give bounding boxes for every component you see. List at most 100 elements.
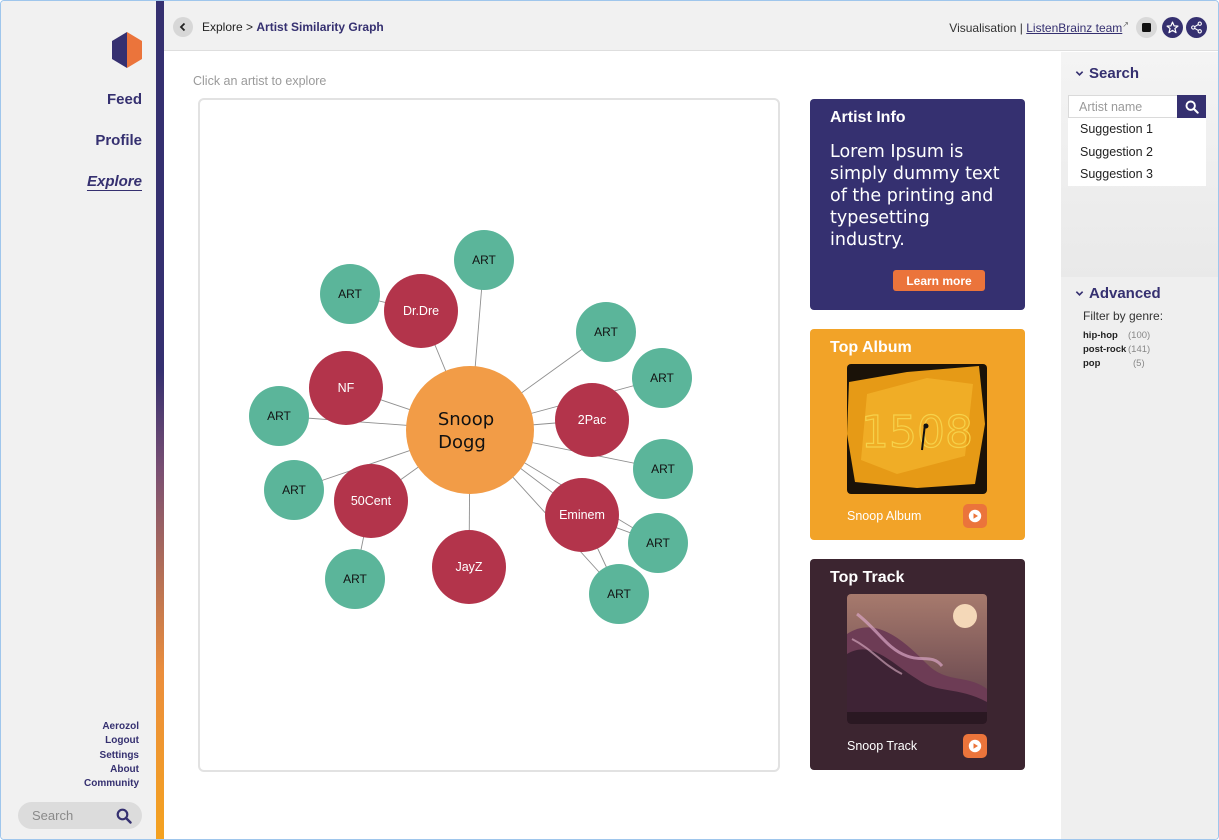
album-cover-art: 1508 (847, 364, 987, 494)
user-link[interactable]: Aerozol (102, 721, 139, 732)
sidebar-footer-links: Aerozol Logout Settings About Community (84, 720, 139, 791)
sidebar-accent-stripe (156, 1, 164, 839)
back-button[interactable] (173, 17, 193, 37)
center-artist-line-1: Snoop (438, 409, 494, 430)
graph-node-art[interactable]: ART (249, 386, 309, 446)
genre-filter-item[interactable]: hip-hop (100) (1083, 330, 1150, 341)
svg-text:2Pac: 2Pac (578, 413, 607, 427)
graph-node-2pac[interactable]: 2Pac (555, 383, 629, 457)
svg-text:50Cent: 50Cent (351, 494, 392, 508)
genre-name: hip-hop (1083, 330, 1118, 341)
sidebar-item-profile[interactable]: Profile (95, 132, 142, 149)
svg-text:ART: ART (472, 253, 496, 267)
svg-text:ART: ART (646, 536, 670, 550)
artist-graph: ART ART ART ART ART ART ART ART ART ART … (198, 98, 780, 772)
genre-count: (5) (1133, 358, 1145, 369)
community-link[interactable]: Community (84, 778, 139, 790)
genre-count: (141) (1128, 344, 1151, 355)
svg-text:ART: ART (594, 325, 618, 339)
sidebar-item-feed[interactable]: Feed (106, 91, 142, 108)
graph-node-nf[interactable]: NF (309, 351, 383, 425)
sidebar-search (18, 802, 142, 829)
svg-text:JayZ: JayZ (455, 560, 482, 574)
suggestion-item[interactable]: Suggestion 3 (1080, 167, 1153, 181)
graph-node-50cent[interactable]: 50Cent (334, 464, 408, 538)
artist-search-button[interactable] (1177, 95, 1206, 118)
chevron-down-icon (1075, 291, 1084, 296)
search-icon[interactable] (116, 808, 132, 824)
suggestion-item[interactable]: Suggestion 2 (1080, 144, 1153, 159)
graph-node-art[interactable]: ART (264, 460, 324, 520)
svg-text:ART: ART (650, 371, 674, 385)
search-section-title: Search (1089, 65, 1140, 82)
graph-node-art[interactable]: ART (589, 564, 649, 624)
breadcrumb-current: Artist Similarity Graph (256, 20, 384, 34)
track-play-button[interactable] (963, 734, 987, 758)
share-icon (1191, 21, 1202, 34)
sidebar-search-input[interactable] (32, 807, 112, 824)
suggestion-item[interactable]: Suggestion 1 (1080, 122, 1153, 136)
track-cover-art (847, 594, 987, 724)
advanced-section-toggle[interactable]: Advanced (1075, 285, 1161, 302)
top-track-name: Snoop Track (847, 739, 918, 753)
top-bar: Explore > Artist Similarity Graph Visual… (164, 1, 1218, 51)
chevron-down-icon (1075, 71, 1084, 76)
stop-button[interactable] (1136, 17, 1157, 38)
star-icon (1166, 21, 1179, 34)
team-link[interactable]: ListenBrainz team (1026, 21, 1123, 35)
favorite-button[interactable] (1162, 17, 1183, 38)
svg-text:ART: ART (607, 587, 631, 601)
breadcrumb-root[interactable]: Explore > (202, 20, 254, 34)
graph-node-art[interactable]: ART (454, 230, 514, 290)
stop-icon (1142, 23, 1151, 32)
learn-more-button[interactable]: Learn more (893, 270, 985, 291)
settings-link[interactable]: Settings (99, 749, 139, 761)
chevron-left-icon (179, 22, 186, 32)
graph-node-art[interactable]: ART (632, 348, 692, 408)
genre-filter-item[interactable]: post-rock (141) (1083, 344, 1150, 355)
logo[interactable] (110, 32, 144, 68)
album-cover[interactable]: 1508 (847, 364, 987, 494)
svg-text:NF: NF (338, 381, 355, 395)
about-link[interactable]: About (110, 763, 139, 775)
sidebar-item-explore[interactable]: Explore (86, 173, 142, 190)
svg-text:ART: ART (338, 287, 362, 301)
graph-node-dr-dre[interactable]: Dr.Dre (384, 274, 458, 348)
artist-search-input[interactable] (1079, 99, 1174, 115)
play-icon (968, 509, 982, 523)
graph-node-eminem[interactable]: Eminem (545, 478, 619, 552)
genre-name: pop (1083, 358, 1101, 369)
graph-canvas: ART ART ART ART ART ART ART ART ART ART … (249, 230, 693, 624)
graph-node-art[interactable]: ART (633, 439, 693, 499)
svg-text:Dr.Dre: Dr.Dre (403, 304, 439, 318)
graph-node-art[interactable]: ART (320, 264, 380, 324)
logout-link[interactable]: Logout (105, 735, 139, 747)
graph-node-art[interactable]: ART (628, 513, 688, 573)
artist-info-card: Artist Info Lorem Ipsum is simply dummy … (810, 99, 1025, 310)
artist-search (1068, 95, 1206, 118)
center-artist-line-2: Dogg (438, 432, 486, 453)
visualisation-label: Visualisation | (949, 21, 1023, 35)
share-button[interactable] (1186, 17, 1207, 38)
svg-text:ART: ART (343, 572, 367, 586)
genre-filter-item[interactable]: pop (5) (1083, 358, 1145, 369)
right-panel: Search Suggestion 1 Suggestion 2 Suggest… (1061, 52, 1218, 839)
album-play-button[interactable] (963, 504, 987, 528)
external-link-icon: ↗ (1122, 20, 1129, 29)
graph-node-art[interactable]: ART (576, 302, 636, 362)
graph-node-jayz[interactable]: JayZ (432, 530, 506, 604)
graph-node-center-artist[interactable]: Snoop Dogg (406, 366, 534, 494)
advanced-section-title: Advanced (1089, 285, 1161, 302)
search-icon (1185, 100, 1199, 114)
svg-text:ART: ART (267, 409, 291, 423)
album-cover-text: 1508 (861, 407, 973, 458)
svg-text:Eminem: Eminem (559, 508, 605, 522)
search-section-toggle[interactable]: Search (1075, 65, 1139, 82)
top-album-card: Top Album 1508 Snoop Album (810, 329, 1025, 540)
graph-node-art[interactable]: ART (325, 549, 385, 609)
play-icon (968, 739, 982, 753)
visualisation-credit: Visualisation | ListenBrainz team↗ (949, 20, 1129, 35)
top-album-title: Top Album (830, 339, 912, 356)
track-cover[interactable] (847, 594, 987, 724)
